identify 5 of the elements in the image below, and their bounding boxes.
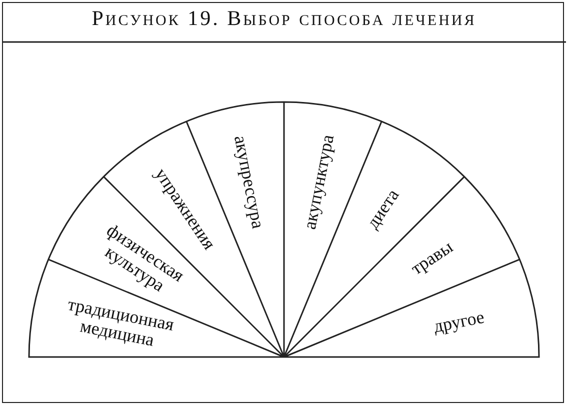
sector-label: другое <box>432 308 486 336</box>
sector-label: акупрессура <box>230 134 268 230</box>
sector-label: традиционная медицина <box>46 292 192 356</box>
sector-label: акупунктура <box>300 133 338 231</box>
figure-title: Рисунок 19. Выбор способа лечения <box>90 6 478 31</box>
